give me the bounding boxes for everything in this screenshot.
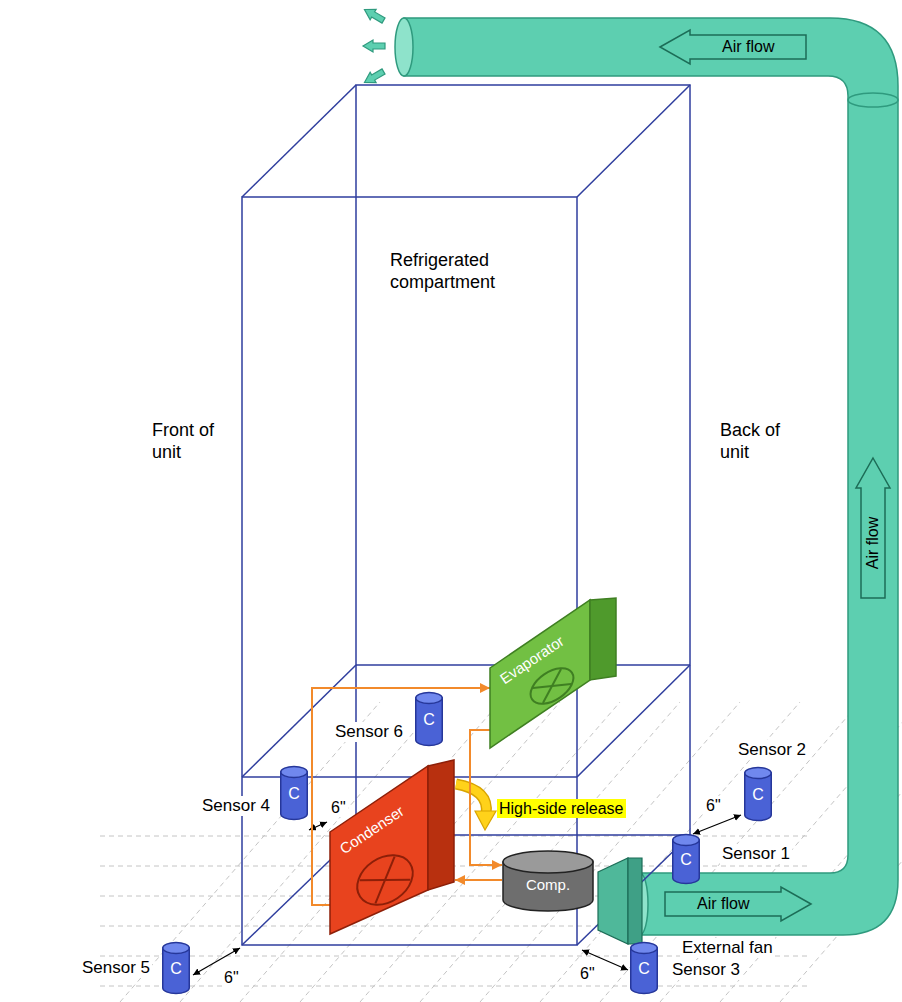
fan-blade — [533, 669, 571, 703]
floor-grid-line — [100, 986, 810, 987]
airflow-arrow-outline — [660, 30, 806, 64]
sensor: CSensor 5 — [162, 942, 190, 994]
airflow-text: Air flow — [722, 35, 774, 59]
sensor-code: C — [630, 942, 658, 978]
airflow-arrow: Air flow — [856, 458, 890, 598]
floor-grid-line — [420, 702, 680, 1002]
sensor-label: Sensor 6 — [333, 722, 405, 742]
component-name: Comp. — [502, 850, 594, 895]
fan-blade — [533, 669, 571, 703]
air-duct — [404, 18, 898, 935]
floor-grid-line — [600, 702, 860, 1002]
duct — [395, 18, 898, 935]
duct-opening — [395, 18, 413, 76]
sensor-label: Sensor 5 — [80, 958, 152, 978]
release-arrow-body — [456, 784, 486, 814]
dimension-arrow — [693, 815, 741, 834]
condenser-front — [330, 766, 428, 934]
sensor-label: Sensor 3 — [670, 960, 742, 980]
sensor-code: C — [744, 767, 772, 804]
release-arrow-head — [475, 811, 496, 830]
floor-grid-line — [300, 702, 560, 1002]
dimension-label: 6" — [222, 968, 241, 987]
exhaust-arrow — [361, 4, 386, 25]
sensor-code: C — [280, 766, 308, 803]
fan-ring — [348, 845, 422, 915]
sensor-code: C — [162, 942, 190, 978]
condenser-fan — [348, 845, 422, 915]
refrigerant-line — [455, 879, 502, 881]
dimension-label: 6" — [578, 964, 597, 983]
exhaust-arrow-shape — [361, 4, 386, 25]
dimension-lines — [193, 815, 741, 975]
condenser: Condenser — [330, 760, 455, 936]
cabinet-edge — [577, 85, 690, 197]
side-label: Back of unit — [718, 420, 808, 463]
fan-blade — [360, 857, 410, 904]
sensor: CSensor 2 — [744, 767, 772, 821]
airflow-arrow: Air flow — [665, 887, 811, 921]
external-fan — [598, 858, 642, 944]
compressor-top — [503, 851, 593, 873]
airflow-arrow-outline — [665, 887, 811, 921]
sensor-top — [673, 835, 700, 846]
exhaust-arrows — [361, 4, 386, 87]
evaporator-front — [490, 600, 590, 748]
fan-label: External fan — [680, 938, 775, 958]
airflow-arrow-outline — [856, 458, 890, 598]
compartment-label: Refrigerated compartment — [388, 250, 552, 293]
sensor: CSensor 6 — [415, 692, 443, 746]
compressor: Comp. — [502, 850, 594, 912]
sensor-label: Sensor 1 — [720, 844, 792, 864]
sensor-top — [416, 693, 443, 704]
condenser-side — [428, 760, 454, 890]
cabinet-front-face — [242, 197, 577, 945]
floor-grid — [100, 702, 902, 1002]
exhaust-arrow-shape — [363, 40, 385, 52]
fan-blade — [360, 857, 410, 904]
side-label: Front of unit — [150, 420, 240, 463]
refrigerant-line — [470, 730, 502, 865]
floor-grid-line — [240, 702, 500, 1002]
sensor-code: C — [672, 834, 700, 869]
sensor: CSensor 1 — [672, 834, 700, 884]
release-label: High-side release — [497, 799, 626, 818]
release-arrow-outline — [456, 784, 486, 814]
sensor-top — [745, 768, 772, 779]
sensor: CSensor 4 — [280, 766, 308, 820]
sensor-code: C — [415, 692, 443, 729]
sensor-top — [281, 767, 308, 778]
sensor: CSensor 3 — [630, 942, 658, 994]
cabinet-wireframe — [242, 85, 690, 945]
sensor-label: Sensor 2 — [736, 740, 808, 760]
duct-joint — [848, 93, 898, 107]
fan-side — [628, 858, 642, 944]
floor-grid-line — [100, 866, 810, 867]
sensor-top — [163, 943, 190, 954]
airflow-text: Air flow — [863, 517, 883, 569]
machine-bay-edge — [242, 665, 356, 777]
dimension-label: 6" — [329, 798, 348, 817]
dimension-label: 6" — [704, 796, 723, 815]
sensor-top — [631, 943, 658, 954]
machine-bay-edge — [577, 665, 690, 777]
airflow-arrow: Air flow — [660, 30, 806, 64]
exhaust-arrow — [363, 40, 385, 52]
evaporator-side — [590, 598, 616, 680]
floor-grid-line — [180, 702, 440, 1002]
evaporator: Evaporator — [490, 598, 618, 748]
cabinet-edge — [242, 85, 356, 197]
airflow-text: Air flow — [697, 892, 749, 916]
release-arrow — [456, 784, 496, 830]
fan-face — [598, 858, 628, 944]
sensor-label: Sensor 4 — [200, 796, 272, 816]
